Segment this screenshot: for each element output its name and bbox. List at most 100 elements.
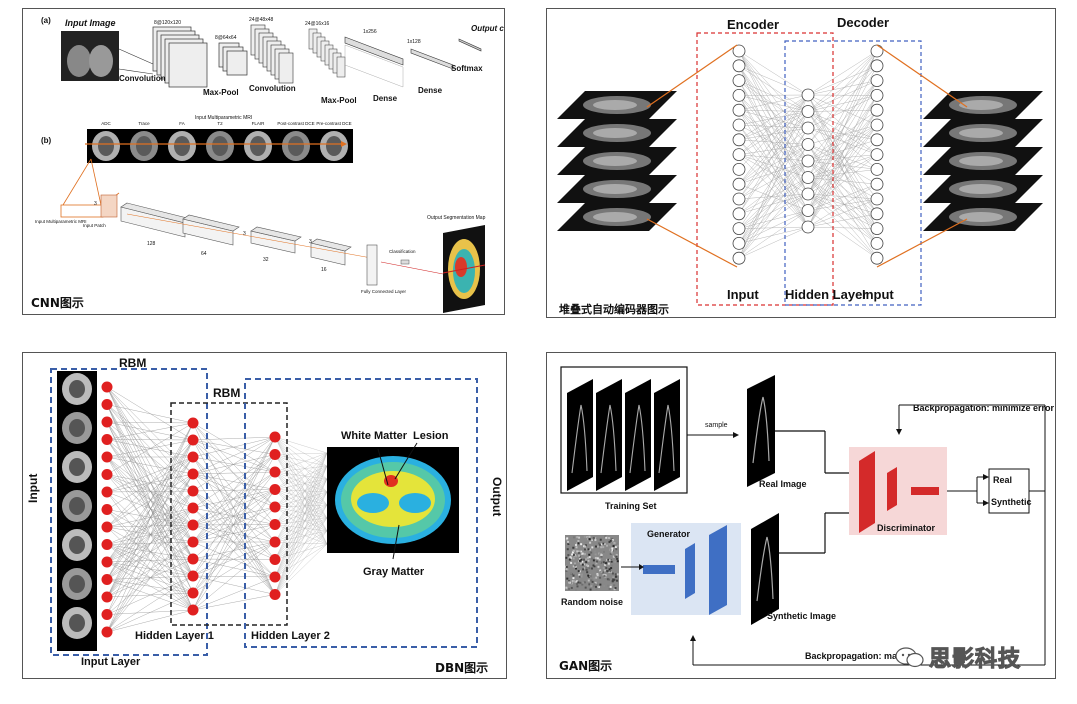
gan-gen-layer-2 [685,543,695,599]
cnn-convolution-1: Convolution [119,74,166,83]
cnn-block-size-16: 16 [321,267,327,273]
sae-input-node [732,207,746,221]
dbn-hidden1-label: Hidden Layer 1 [135,630,214,642]
dbn-hidden2-label: Hidden Layer 2 [251,630,330,642]
dbn-gray-matter-label: Gray Matter [363,566,425,578]
sae-output-node [870,44,884,58]
sae-input-node [732,148,746,162]
cnn-block-16 [310,238,352,266]
cnn-label-a: (a) [41,16,51,25]
sae-input-node [732,59,746,73]
cnn-mri-title: Input Multiparametric MRI [195,115,252,121]
sae-hidden-node [801,187,815,201]
dbn-hidden1-node [187,553,199,565]
mri-label: Pre-contrast DCE [316,121,351,126]
gan-disc-layer-2 [887,467,897,511]
cnn-dense-2: Dense [418,86,443,95]
dbn-hidden1-node [187,417,199,429]
dbn-input-node [101,504,113,515]
sae-input-node [732,44,746,58]
sae-input-node [732,222,746,236]
sae-output-node [870,192,884,206]
cnn-diagram: (a) Input Image 8@120x120 Convolution 8@… [35,16,504,313]
gan-backprop-bottom-label: Backpropagation: maxim [805,651,913,661]
sae-input-node [732,74,746,87]
cnn-maxpool2-stack [308,28,346,78]
dbn-caption: DBN图示 [435,661,489,675]
cnn-dense2-bar [410,48,454,70]
dbn-hidden2-node [269,571,281,583]
training-slice [596,379,622,491]
dbn-input-node [101,539,113,550]
cnn-softmax-bar [458,38,482,52]
sae-output-node [870,74,884,87]
dbn-input-node [101,399,113,410]
training-slice [567,379,593,491]
sae-output-node [870,177,884,191]
gan-discriminator-label: Discriminator [877,523,936,533]
cnn-dense2-dims: 1x128 [407,39,421,45]
dbn-input-node [101,416,113,428]
cnn-classification: Classification [389,249,416,254]
cnn-label-b: (b) [41,136,52,145]
gan-backprop-top-label: Backpropagation: minimize error [913,403,1055,413]
sae-input-node [732,89,746,102]
cnn-dense-1: Dense [373,94,398,103]
dbn-input-node [101,591,113,603]
sae-decoder-box [784,40,922,306]
dbn-hidden2-node [269,554,281,565]
sae-output-node [870,222,884,236]
dbn-hidden1-node [187,536,199,548]
cnn-output-map-label: Output Segmentation Map [427,215,486,221]
sae-hidden-node [801,105,815,118]
dbn-hidden1-node [187,587,199,599]
gan-real-image [747,375,775,487]
dbn-hidden2-node [269,431,281,443]
cnn-block-size-32: 32 [263,257,269,263]
sae-input-slices [557,91,677,231]
sae-output-node [870,59,884,73]
sae-hidden-node [801,220,815,234]
dbn-input-node [101,574,113,585]
dbn-hidden1-node [187,468,199,480]
sae-input-node [732,133,746,147]
sae-diagram: Encoder Decoder Input Hidden Layer Input [557,15,1043,306]
cnn-fc-layer [366,244,378,286]
gan-random-noise-label: Random noise [561,597,623,607]
sae-output-node [870,207,884,221]
sae-output-node [870,89,884,102]
training-slice [625,379,651,491]
gan-generator-label: Generator [647,529,691,539]
cnn-maxpool1-dims: 8@64x64 [215,35,237,41]
dbn-rbm1-label: RBM [119,356,146,370]
dbn-input-layer-label: Input Layer [81,656,141,668]
dbn-hidden2-node [269,536,281,548]
dbn-input-node [101,556,113,568]
sae-hidden-node [801,88,815,102]
sae-input-node [732,192,746,206]
dbn-hidden2-node [269,449,281,460]
cnn-panel: (a) Input Image 8@120x120 Convolution 8@… [22,8,505,315]
mri-label: T2 [217,121,223,126]
cnn-softmax: Softmax [451,64,483,73]
dbn-output-side-label: Output [490,477,504,516]
sae-encoder-box [696,32,834,306]
sae-output-node [870,236,884,250]
dbn-input-side-label: Input [26,474,40,503]
dbn-hidden1-node [187,519,199,531]
gan-disc-layer-1 [859,451,875,533]
dbn-input-slices [57,371,97,651]
sae-input-node [732,236,746,250]
gan-output-box [988,468,1030,514]
sae-panel: Encoder Decoder Input Hidden Layer Input… [546,8,1056,318]
dbn-input-node [101,609,113,620]
cnn-maxpool1-stack [218,42,248,76]
dbn-hidden1-node [187,451,199,463]
cnn-kernel-3: 3 [243,231,246,237]
gan-real-image-label: Real Image [759,479,807,489]
wechat-icon [895,647,924,668]
gan-synthetic-image [751,513,779,625]
cnn-block-size-64: 64 [201,251,207,257]
mri-label: FLAIR [252,121,266,126]
training-slice [654,379,680,491]
